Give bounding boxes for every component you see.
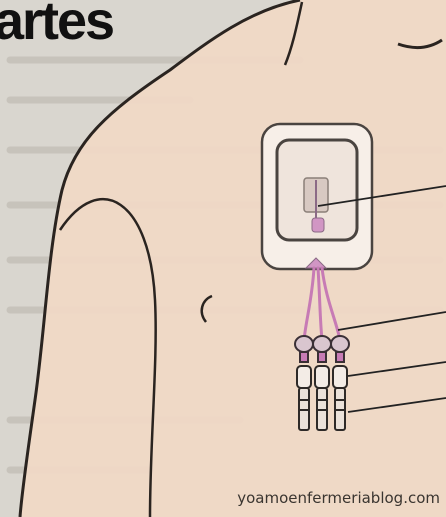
watermark-text: yoamoenfermeriablog.com xyxy=(237,489,440,507)
page-heading: artes xyxy=(0,0,113,48)
luer-connector-icon xyxy=(297,366,347,430)
clamps-icon xyxy=(295,336,349,362)
skin-shape xyxy=(20,0,446,517)
picc-dressing-icon xyxy=(262,124,372,269)
